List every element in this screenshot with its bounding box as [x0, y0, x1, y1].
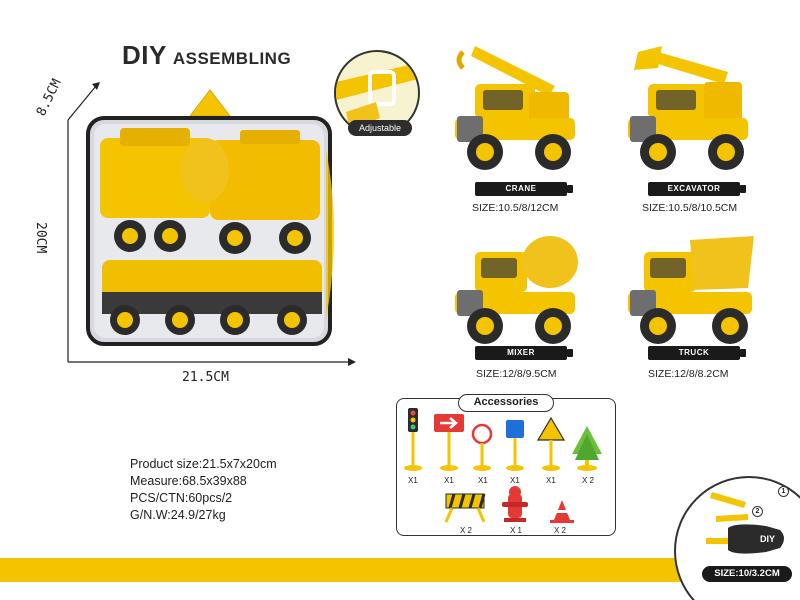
page-title: DIY ASSEMBLING	[122, 40, 291, 71]
traffic-cone-icon	[550, 500, 574, 523]
arrow-sign-icon	[434, 414, 464, 471]
truck-size-mixer: SIZE:12/8/9.5CM	[476, 368, 557, 380]
bag-width-label: 21.5CM	[182, 370, 229, 385]
acc-qty-arrow-sign: X1	[444, 476, 454, 485]
title-rest: ASSEMBLING	[172, 49, 292, 68]
excavator-truck-card	[618, 34, 768, 184]
mixer-truck-card	[445, 218, 595, 368]
speed-limit-sign-icon	[471, 423, 493, 471]
mixer-truck-image	[455, 236, 578, 344]
product-specs: Product size:21.5x7x20cm Measure:68.5x39…	[130, 456, 277, 524]
spec-gw-nw: G/N.W:24.9/27kg	[130, 508, 226, 522]
acc-qty-hydrant: X 1	[510, 526, 523, 535]
road-barrier-icon	[444, 493, 486, 523]
dump-truck-image	[628, 236, 754, 344]
parking-sign-icon	[506, 420, 524, 471]
truck-name-excavator: EXCAVATOR	[648, 182, 746, 196]
accessories-illustration	[404, 408, 602, 523]
traffic-light-icon	[404, 408, 422, 471]
excavator-truck-image	[628, 46, 748, 170]
acc-qty-parking-sign: X1	[510, 476, 520, 485]
acc-qty-barrier: X 2	[460, 526, 473, 535]
tree-icon	[572, 426, 602, 471]
acc-qty-cone: X 2	[554, 526, 567, 535]
truck-name-dump: TRUCK	[648, 346, 746, 360]
dump-truck-card	[618, 218, 768, 368]
crane-truck-image	[455, 46, 575, 170]
tool-size-label: SIZE:10/3.2CM	[702, 566, 792, 582]
spec-measure: Measure:68.5x39x88	[130, 474, 247, 488]
tool-badge-1: 1	[778, 486, 789, 497]
warning-sign-icon	[536, 416, 566, 471]
acc-qty-tree: X 2	[582, 476, 595, 485]
acc-qty-speed-sign: X1	[478, 476, 488, 485]
bottom-yellow-band	[0, 558, 800, 582]
acc-qty-traffic-light: X1	[408, 476, 418, 485]
crane-truck-card	[445, 34, 595, 184]
truck-size-excavator: SIZE:10.5/8/10.5CM	[642, 202, 738, 214]
acc-qty-warning-sign: X1	[546, 476, 556, 485]
driver-text: DIY	[760, 534, 775, 544]
accessories-title: Accessories	[458, 394, 554, 412]
tool-badge-2: 2	[752, 506, 763, 517]
spec-pcs-ctn: PCS/CTN:60pcs/2	[130, 491, 233, 505]
truck-name-mixer: MIXER	[475, 346, 573, 360]
title-brand: DIY	[122, 40, 167, 70]
truck-name-crane: CRANE	[475, 182, 573, 196]
adjustable-label: Adjustable	[348, 120, 412, 136]
spec-product-size: Product size:21.5x7x20cm	[130, 457, 277, 471]
fire-hydrant-icon	[502, 486, 528, 522]
truck-size-dump: SIZE:12/8/8.2CM	[648, 368, 729, 380]
bag-product-image: 21.5CM 8.5CM 20CM	[30, 77, 360, 385]
truck-size-crane: SIZE:10.5/8/12CM	[472, 202, 559, 214]
bag-illustration	[67, 82, 356, 366]
bag-height-label: 20CM	[33, 222, 48, 254]
